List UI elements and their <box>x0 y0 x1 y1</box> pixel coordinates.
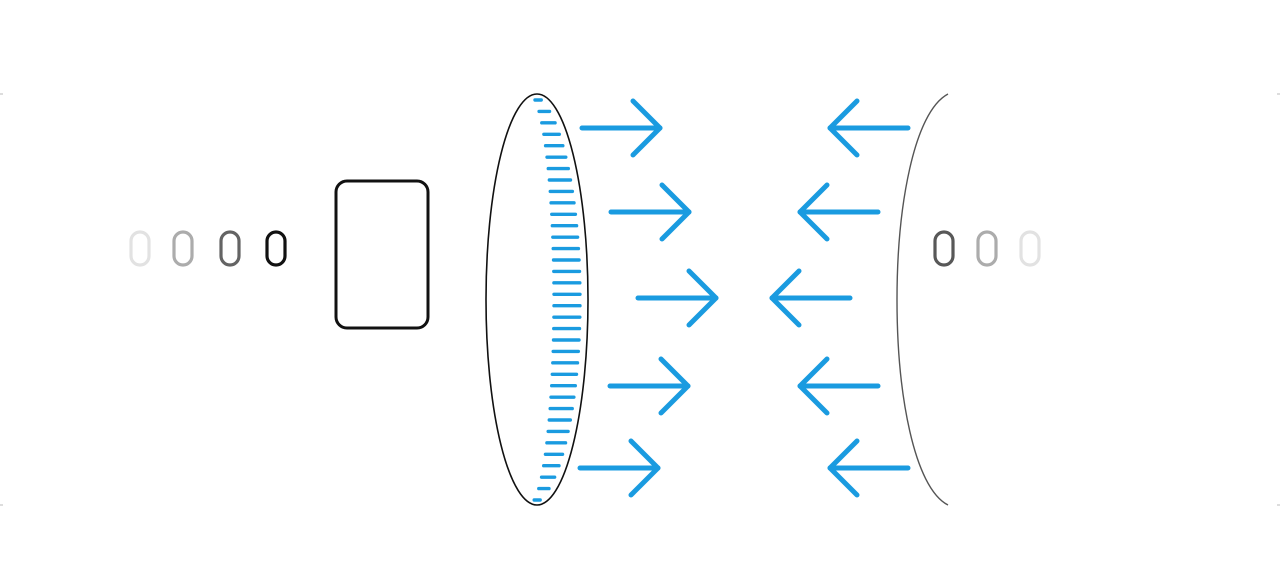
arrow-right-icon <box>577 438 661 498</box>
arrow-right-icon <box>635 268 719 328</box>
connector-ticks <box>532 98 582 502</box>
right-tube <box>896 93 1055 506</box>
indicator-light-icon <box>172 230 194 267</box>
arrow-left-icon <box>827 438 911 498</box>
left-indicator-lights <box>129 230 287 267</box>
arrow-left-icon <box>797 182 881 242</box>
arrow-right-icon <box>608 182 692 242</box>
arrow-left-icon <box>797 356 881 416</box>
arrow-right-icon <box>579 98 663 158</box>
arrow-left-icon <box>827 98 911 158</box>
indicator-light-icon <box>129 230 151 267</box>
indicator-light-icon <box>1019 230 1041 267</box>
right-indicator-lights <box>933 230 1041 267</box>
arrows-pointing-right <box>577 98 719 498</box>
indicator-light-icon <box>265 230 287 267</box>
indicator-light-icon <box>219 230 241 267</box>
indicator-light-icon <box>933 230 955 267</box>
indicator-light-icon <box>976 230 998 267</box>
left-tube-end-face <box>485 93 589 506</box>
arrow-right-icon <box>607 356 691 416</box>
left-tube <box>108 93 589 506</box>
right-tube-end-face <box>896 93 949 506</box>
window-icon <box>334 179 430 330</box>
arrow-left-icon <box>769 268 853 328</box>
arrows-pointing-left <box>769 98 911 498</box>
